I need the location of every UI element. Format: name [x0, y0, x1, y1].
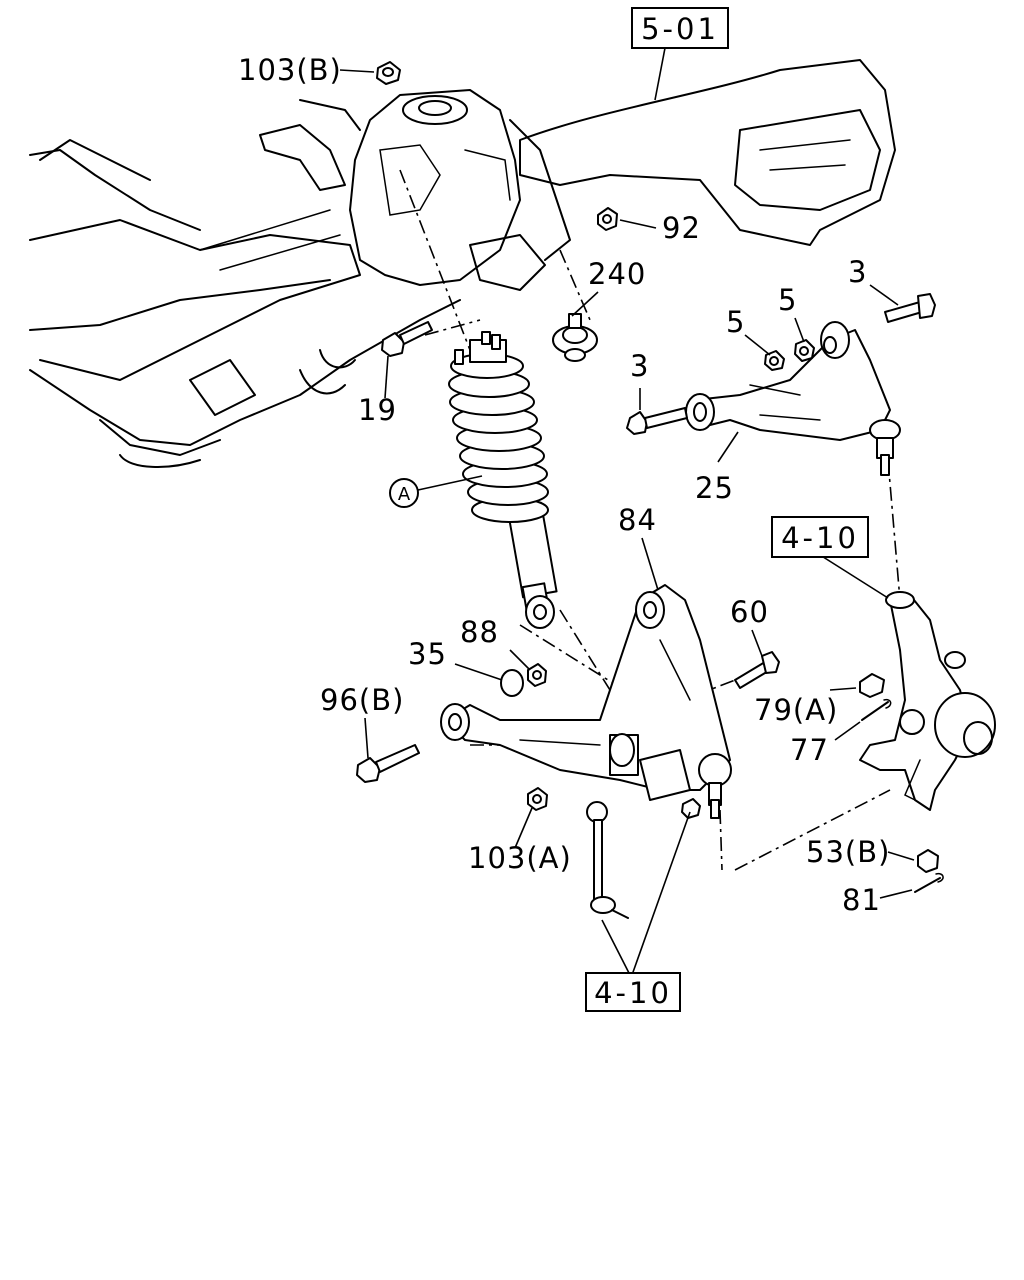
label-25: 25: [695, 471, 734, 505]
part-labels: 103(B) 92 240 3 5 5 3 19 25 84 60 88 35 …: [238, 53, 890, 917]
label-81: 81: [842, 883, 881, 917]
coil-spring-strut: [448, 331, 558, 629]
label-96b: 96(B): [320, 683, 404, 717]
label-92: 92: [662, 211, 701, 245]
ref-box-stabilizer[interactable]: 4-10: [585, 972, 681, 1012]
nut-53b-icon: [917, 849, 939, 873]
label-5-left: 5: [726, 305, 745, 339]
bushing-240-icon: [552, 313, 598, 362]
nut-103b-icon: [376, 61, 401, 85]
leader-lines: [339, 47, 915, 976]
label-84: 84: [618, 503, 657, 537]
bolt-3-top-icon: [884, 293, 936, 323]
upper-control-arm: [685, 321, 901, 476]
bolt-60-icon: [734, 651, 780, 689]
label-88: 88: [460, 615, 499, 649]
ref-box-frame[interactable]: 5-01: [631, 7, 729, 49]
stabilizer-link: [586, 801, 629, 919]
label-77: 77: [790, 733, 829, 767]
bolt-3-left-icon: [626, 407, 688, 435]
ref-box-frame-label: 5-01: [641, 12, 719, 46]
label-103b: 103(B): [238, 53, 342, 87]
label-60: 60: [730, 595, 769, 629]
ref-box-knuckle-label: 4-10: [781, 521, 859, 555]
washer-35-icon: [500, 669, 524, 697]
label-240: 240: [588, 257, 646, 291]
bolt-96b-icon: [356, 744, 420, 783]
bolt-19-icon: [381, 321, 433, 357]
steering-knuckle: [859, 591, 996, 811]
nut-5-left-icon: [764, 350, 785, 371]
nut-92-icon: [597, 207, 618, 231]
label-5-right: 5: [778, 283, 797, 317]
lower-control-arm: [440, 584, 732, 819]
label-79a: 79(A): [754, 693, 838, 727]
ref-box-knuckle[interactable]: 4-10: [771, 516, 869, 558]
nut-5-right-icon: [794, 339, 815, 362]
label-103a: 103(A): [468, 841, 572, 875]
hardware: [356, 61, 944, 893]
nut-103a-icon: [527, 787, 548, 811]
pin-77-icon: [861, 698, 892, 721]
ref-box-stabilizer-label: 4-10: [594, 976, 672, 1010]
nut-88-icon: [527, 663, 547, 687]
label-35: 35: [408, 637, 447, 671]
label-3-left: 3: [630, 349, 649, 383]
label-53b: 53(B): [806, 835, 890, 869]
spring-coils: [448, 353, 549, 523]
nut-79a-icon: [859, 673, 885, 698]
callout-a: A: [389, 478, 419, 508]
pin-81-icon: [914, 872, 944, 893]
chassis-frame: [29, 59, 896, 468]
callout-a-label: A: [398, 484, 411, 505]
label-19: 19: [358, 393, 397, 427]
label-3-top: 3: [848, 255, 867, 289]
